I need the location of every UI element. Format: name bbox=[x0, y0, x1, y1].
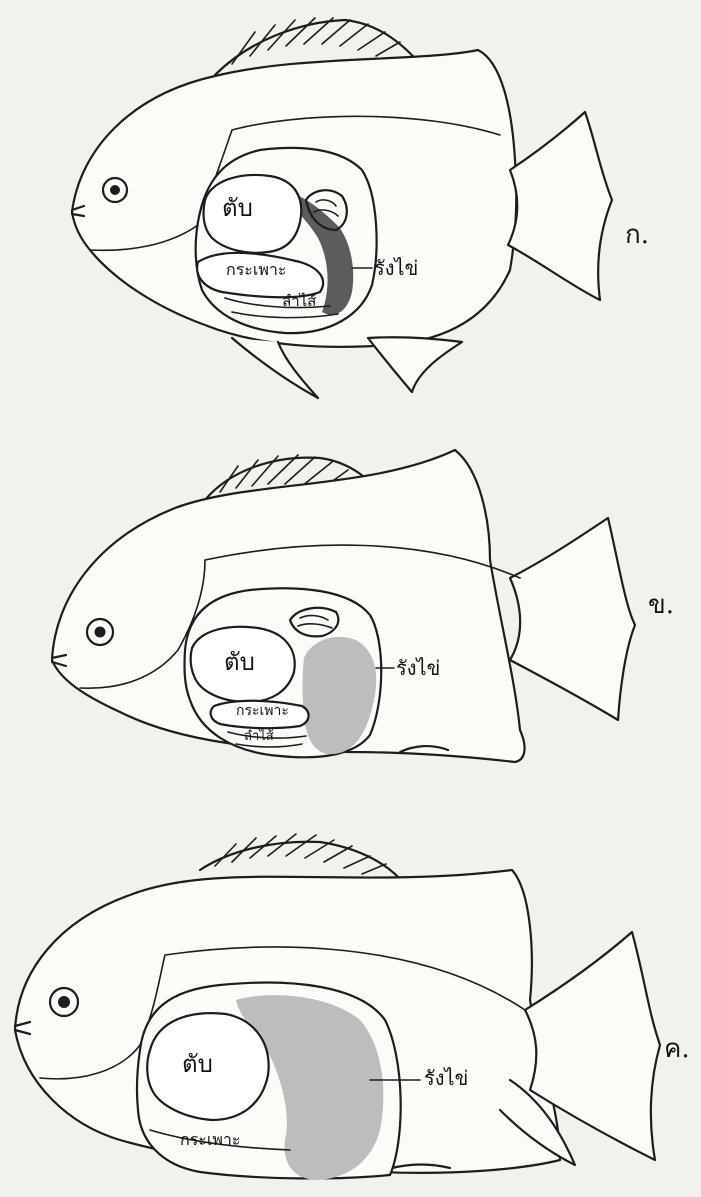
fish-b-ovary-label: รังไข่ bbox=[396, 658, 440, 678]
fish-c-pupil bbox=[58, 996, 70, 1008]
fish-a-intestine-label: ลำไส้ bbox=[282, 294, 316, 309]
fish-b bbox=[52, 450, 635, 762]
fish-c bbox=[15, 834, 660, 1180]
fish-c-liver-label: ตับ bbox=[182, 1052, 213, 1076]
fish-b-pupil bbox=[95, 627, 106, 638]
fish-a-ovary-label: รังไข่ bbox=[374, 258, 418, 278]
fish-a-pelvic-fin bbox=[232, 338, 318, 398]
fish-b-tail bbox=[510, 518, 635, 720]
fish-b-liver-label: ตับ bbox=[224, 650, 255, 674]
fish-a bbox=[72, 18, 612, 398]
fish-a-stomach-label: กระเพาะ bbox=[226, 262, 286, 278]
fish-b-letter: ข. bbox=[648, 592, 674, 618]
fish-c-ovary-label: รังไข่ bbox=[424, 1068, 468, 1088]
fish-a-tail bbox=[508, 112, 612, 300]
fish-a-letter: ก. bbox=[625, 222, 649, 248]
fish-b-intestine-label: ลำไส้ bbox=[244, 730, 274, 743]
fish-a-pupil bbox=[110, 185, 120, 195]
fish-a-liver-label: ตับ bbox=[222, 196, 253, 220]
fish-a-anal-fin bbox=[368, 337, 462, 392]
fish-c-letter: ค. bbox=[664, 1036, 690, 1062]
fish-b-stomach-label: กระเพาะ bbox=[236, 704, 289, 718]
fish-c-stomach-label: กระเพาะ bbox=[180, 1132, 240, 1148]
